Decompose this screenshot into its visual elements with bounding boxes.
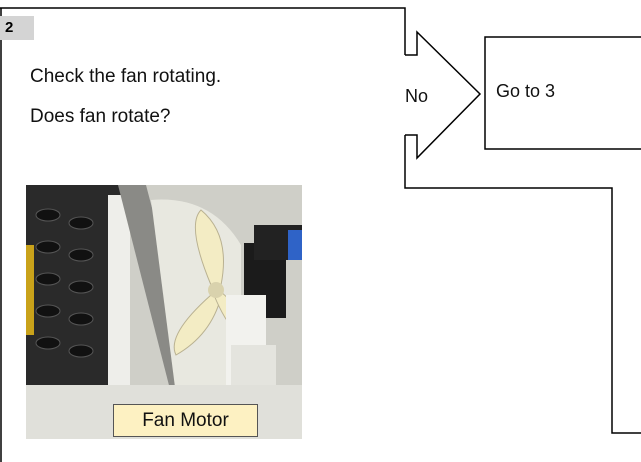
- no-branch-label: No: [405, 86, 429, 106]
- yes-path-line: [404, 135, 641, 434]
- question-line-1: Check the fan rotating.: [30, 66, 222, 87]
- go-to-step-label: Go to 3: [496, 81, 556, 101]
- top-border-line: [0, 7, 406, 55]
- no-arrow-shape: [405, 30, 482, 160]
- step-number-badge: 2: [0, 16, 34, 40]
- fan-motor-label: Fan Motor: [113, 404, 258, 437]
- fan-motor-photo: [26, 185, 302, 439]
- question-line-2: Does fan rotate?: [30, 106, 171, 127]
- go-to-box: [484, 36, 641, 150]
